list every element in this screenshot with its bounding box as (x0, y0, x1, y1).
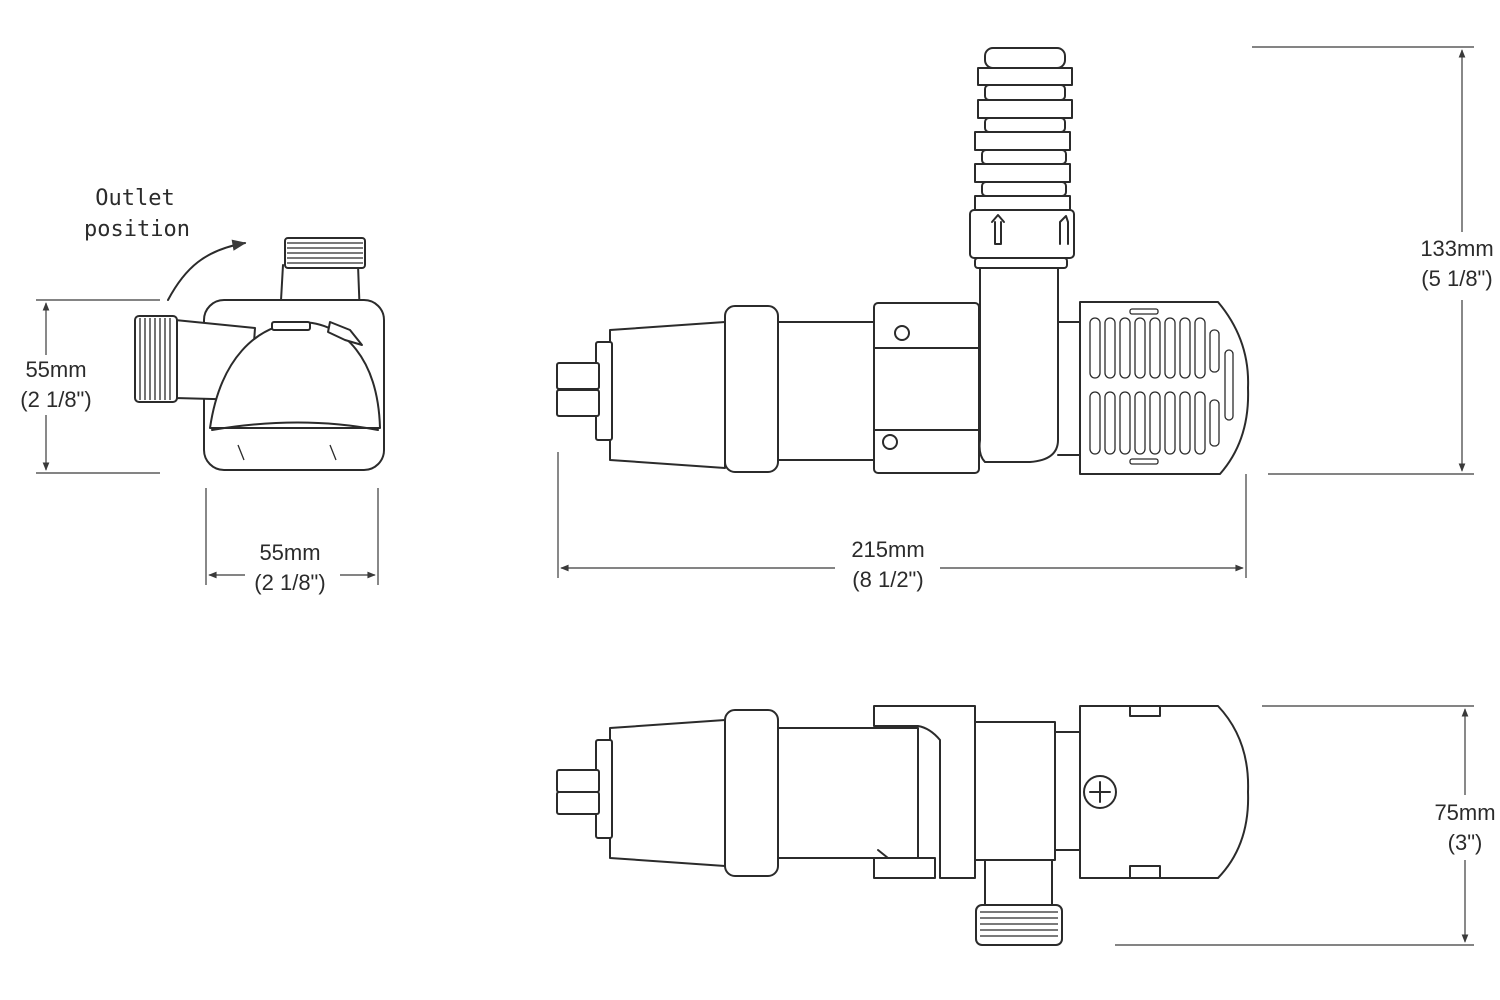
side-view-motor-body (777, 321, 877, 461)
end-view-top-outlet (279, 237, 366, 319)
side-view-elbow (978, 267, 1059, 463)
top-view-clamp (873, 705, 976, 879)
top-height-dimension: 75mm (3") (1115, 705, 1496, 946)
length-dimension: 215mm (8 1/2") (557, 452, 1247, 592)
end-width-imperial: (2 1/8") (254, 570, 325, 595)
top-view (556, 705, 1250, 946)
side-view-terminal (556, 341, 613, 441)
height-metric: 133mm (1420, 236, 1493, 261)
top-view-outlet (975, 859, 1063, 946)
top-view-collar (724, 709, 779, 877)
top-view-motor-body (777, 727, 919, 859)
top-view-strainer-cap (1079, 705, 1250, 879)
end-height-metric: 55mm (25, 357, 86, 382)
outlet-label-line1: Outlet (95, 186, 174, 211)
side-view (556, 47, 1250, 475)
top-height-metric: 75mm (1434, 800, 1495, 825)
side-view-hose-barb (969, 47, 1075, 269)
length-imperial: (8 1/2") (852, 567, 923, 592)
height-dimension: 133mm (5 1/8") (1252, 46, 1494, 475)
outlet-label-line2: position (84, 217, 190, 242)
end-width-dimension: 55mm (2 1/8") (205, 488, 379, 595)
end-height-imperial: (2 1/8") (20, 387, 91, 412)
top-view-terminal (556, 739, 613, 839)
screw-icon (1083, 775, 1117, 809)
up-arrow-icon (991, 214, 1005, 245)
height-imperial: (5 1/8") (1421, 266, 1492, 291)
top-view-motor-rear (609, 719, 726, 867)
outlet-position-arrow (167, 239, 247, 301)
end-width-metric: 55mm (259, 540, 320, 565)
end-view-direction-arrow (327, 321, 363, 346)
side-view-strainer (1079, 301, 1250, 475)
end-height-dimension: 55mm (2 1/8") (20, 299, 160, 474)
end-view (134, 237, 385, 471)
side-view-motor-rear (609, 321, 726, 469)
side-view-collar (724, 305, 779, 473)
top-height-imperial: (3") (1448, 830, 1483, 855)
side-view-clamp-block (873, 302, 980, 474)
length-metric: 215mm (851, 537, 924, 562)
